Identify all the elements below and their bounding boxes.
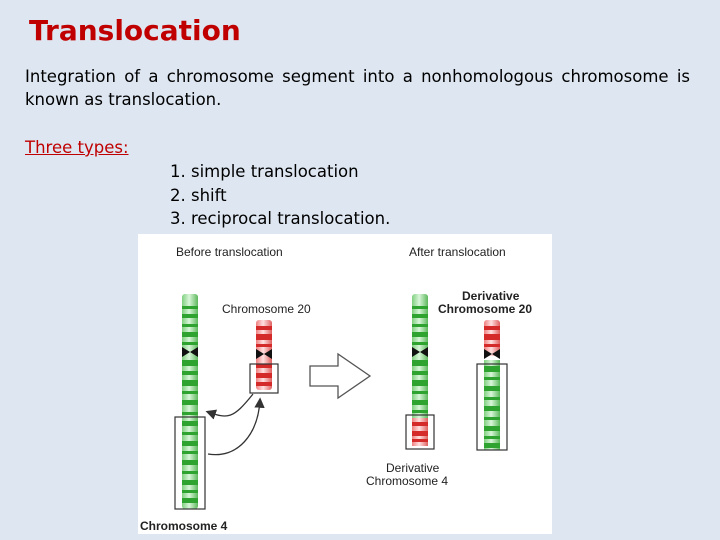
type-item-simple: 1. simple translocation [170,162,359,181]
chromosome-4-before [174,294,206,510]
chromosome-20-label: Chromosome 20 [222,302,311,316]
derivative-4-segment-box [405,414,435,450]
chromosome-20-before [249,320,279,394]
derivative-4-label-line2: Chromosome 4 [366,474,448,488]
after-label: After translocation [409,245,506,259]
types-label: Three types: [25,138,129,157]
chromosome-4-segment-box [174,416,206,510]
chromosome-4-label: Chromosome 4 [140,519,228,533]
types-list: 1. simple translocation 2. shift 3. reci… [170,160,390,231]
before-label: Before translocation [176,245,283,259]
intro-paragraph: Integration of a chromosome segment into… [25,67,690,109]
chromosome-20-segment-box [249,363,279,394]
exchange-arrow-down [207,397,265,456]
derivative-20-label-line1: Derivative [462,289,520,303]
derivative-4-label-line1: Derivative [386,461,440,475]
derivative-chromosome-4 [405,294,435,450]
derivative-chromosome-20 [476,320,508,451]
slide-title: Translocation [29,14,241,47]
derivative-20-segment-box [476,363,508,451]
transition-arrow-icon [309,352,372,400]
translocation-figure: Before translocation After translocation [138,234,552,534]
exchange-arrow-up [205,393,254,420]
type-item-reciprocal: 3. reciprocal translocation. [170,209,391,228]
derivative-20-label-line2: Chromosome 20 [438,302,532,316]
type-item-shift: 2. shift [170,185,227,205]
